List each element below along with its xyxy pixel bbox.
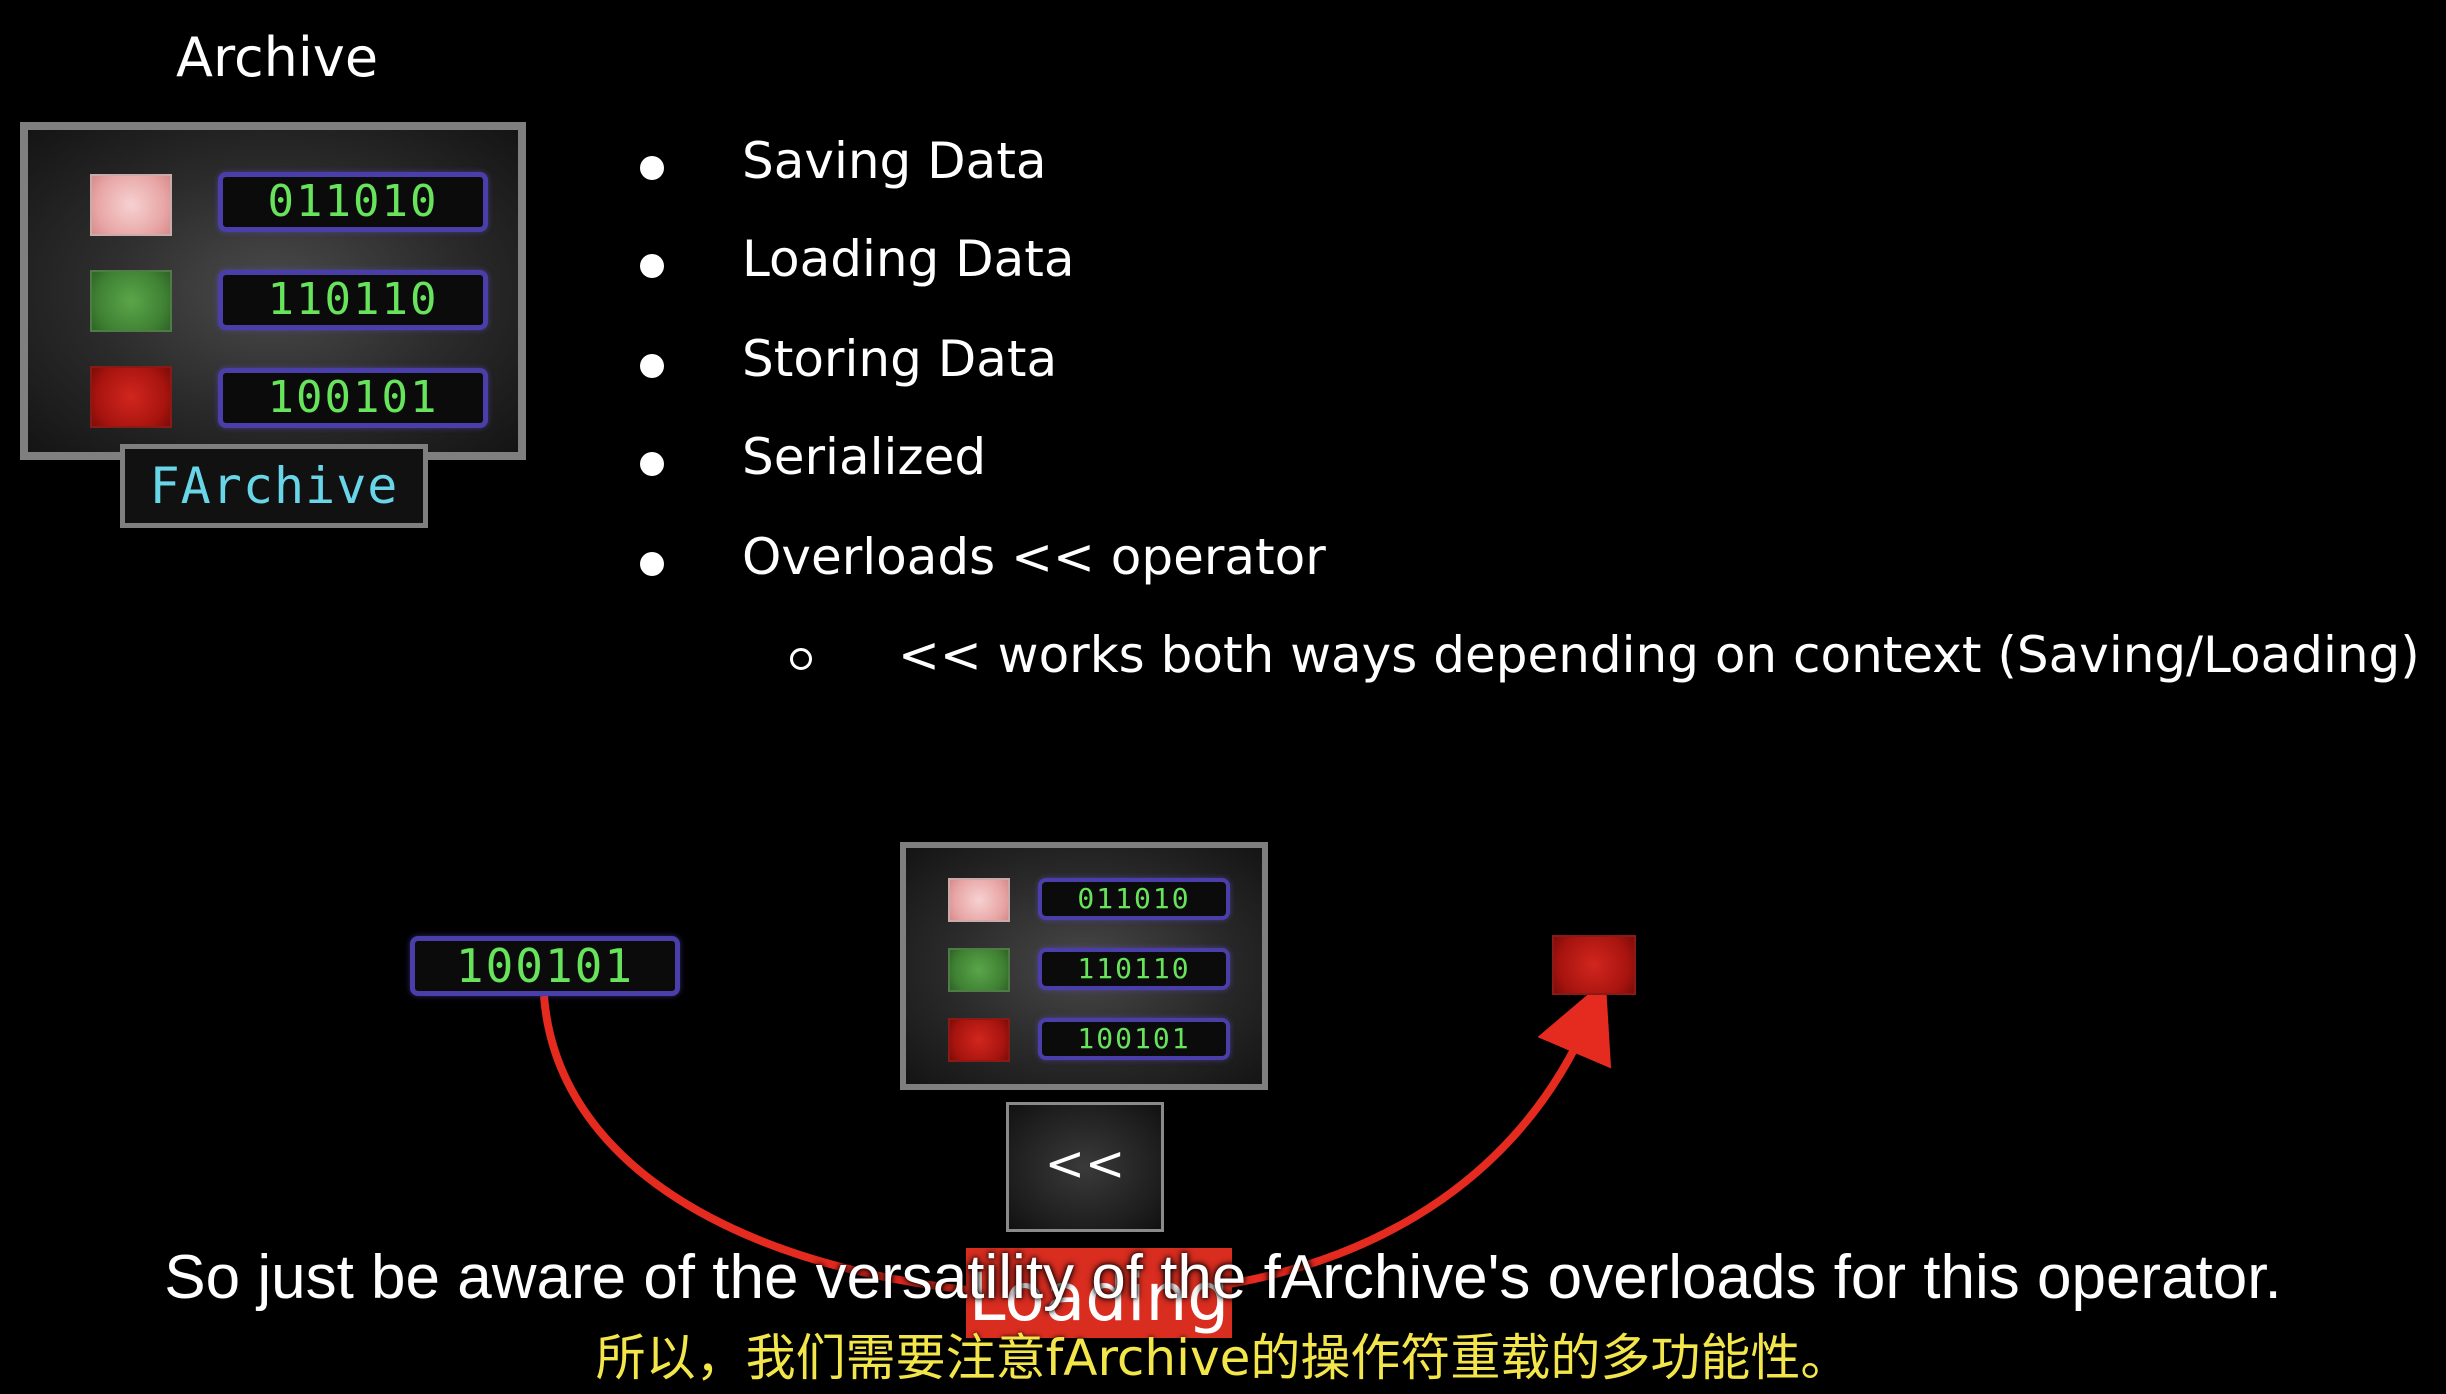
pink-swatch (90, 174, 172, 236)
farchive-label: FArchive (120, 444, 428, 528)
output-red-swatch (1552, 935, 1636, 995)
bullet-saving-data: Saving Data (742, 132, 1047, 190)
bullet-storing-data: Storing Data (742, 330, 1058, 388)
bullet-serialized: Serialized (742, 428, 987, 486)
small-pink-swatch (948, 878, 1010, 922)
loading-banner: Loading (966, 1248, 1232, 1338)
small-bits-row-3: 100101 (1038, 1018, 1230, 1060)
bullet-dot-icon (640, 452, 664, 476)
bullet-overloads-operator: Overloads << operator (742, 528, 1326, 586)
archive-bits-row-1: 011010 (218, 172, 488, 232)
archive-bits-row-3: 100101 (218, 368, 488, 428)
input-bits-box: 100101 (410, 936, 680, 996)
bullet-dot-icon (640, 254, 664, 278)
subtitle-english: So just be aware of the versatility of t… (164, 1243, 2282, 1312)
archive-bits-row-2: 110110 (218, 270, 488, 330)
sub-bullet-works-both-ways: << works both ways depending on context … (898, 626, 2420, 684)
bullet-dot-icon (640, 354, 664, 378)
bullet-dot-icon (640, 552, 664, 576)
small-green-swatch (948, 948, 1010, 992)
subtitle-chinese: 所以，我们需要注意fArchive的操作符重载的多功能性。 (595, 1329, 1851, 1387)
green-swatch (90, 270, 172, 332)
operator-box: << (1006, 1102, 1164, 1232)
archive-title: Archive (176, 26, 379, 89)
small-archive-box: 011010 110110 100101 (900, 842, 1268, 1090)
bullet-loading-data: Loading Data (742, 230, 1075, 288)
small-bits-row-2: 110110 (1038, 948, 1230, 990)
bullet-dot-icon (640, 156, 664, 180)
sub-bullet-ring-icon (790, 648, 812, 670)
small-bits-row-1: 011010 (1038, 878, 1230, 920)
red-swatch (90, 366, 172, 428)
archive-box: 011010 110110 100101 (20, 122, 526, 460)
small-red-swatch (948, 1018, 1010, 1062)
